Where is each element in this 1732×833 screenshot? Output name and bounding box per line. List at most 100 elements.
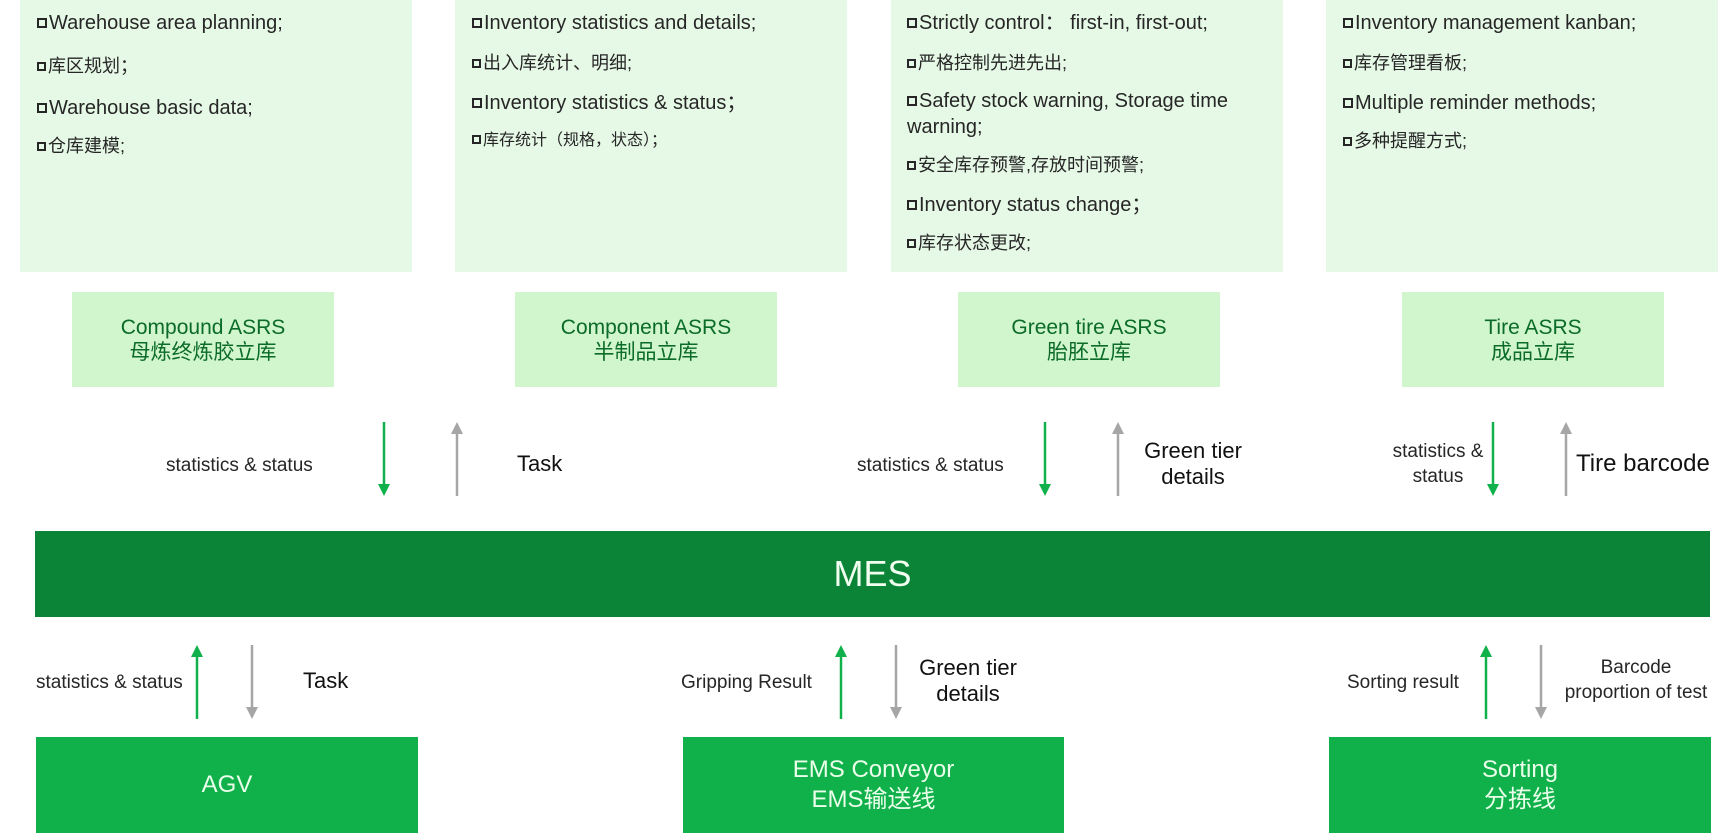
feature-item: Inventory statistics and details; [472,10,847,36]
feature-item: Strictly control： first-in, first-out; [907,10,1269,36]
feature-text: Multiple reminder methods; [1355,92,1597,114]
feature-box-inventory-kanban: Inventory management kanban; 库存管理看板; Mul… [1326,0,1718,272]
feature-text: Inventory management kanban; [1355,12,1637,34]
label-line: proportion of test [1564,682,1708,703]
sorting-result-label: Sorting result [1347,672,1459,693]
device-name-cn: 分拣线 [1484,786,1556,813]
device-name-en: AGV [201,771,253,798]
asrs-name-en: Tire ASRS [1484,315,1582,339]
feature-text: 仓库建模; [48,136,126,156]
checkbox-bullet-icon [37,62,46,71]
sorting-line-box: Sorting 分拣线 [1329,737,1711,833]
gripping-result-label: Gripping Result [681,672,812,693]
tire-barcode-label: Tire barcode [1576,450,1710,477]
checkbox-bullet-icon [907,59,916,68]
checkbox-bullet-icon [37,142,46,151]
label-line: Green tier [919,655,1017,680]
label-line: Barcode [1600,657,1672,678]
mes-label: MES [833,553,912,594]
feature-text: 库存管理看板; [1354,53,1468,73]
label-line: statistics & [1392,441,1484,462]
arrow-down-green-icon [377,422,391,496]
feature-item: Safety stock warning, Storage time warni… [907,88,1269,140]
feature-text: Warehouse basic data; [49,97,253,119]
feature-list: Inventory management kanban; 库存管理看板; Mul… [1343,10,1718,154]
checkbox-bullet-icon [907,18,917,28]
asrs-name-en: Component ASRS [560,315,732,339]
agv-status-label: statistics & status [36,672,183,693]
checkbox-bullet-icon [1343,98,1353,108]
checkbox-bullet-icon [472,135,481,144]
label-line: details [936,681,1000,706]
feature-item: 多种提醒方式; [1343,128,1718,154]
checkbox-bullet-icon [907,161,916,170]
label-line: status [1412,466,1464,487]
feature-text: Inventory statistics & status； [484,92,747,114]
tire-status-label: statistics & status [1388,439,1488,489]
compound-status-label: statistics & status [166,455,313,476]
checkbox-bullet-icon [907,200,917,210]
feature-item: Multiple reminder methods; [1343,90,1718,116]
green-tier-details-label: Green tier details [1143,438,1243,490]
green-tire-asrs-box: Green tire ASRS 胎胚立库 [958,292,1220,387]
checkbox-bullet-icon [472,98,482,108]
label-line: Green tier [1144,438,1242,463]
arrow-down-gray-icon [1534,645,1548,719]
arrow-up-green-icon [1479,645,1493,719]
asrs-name-cn: 半制品立库 [593,340,699,364]
feature-box-fifo-control: Strictly control： first-in, first-out; 严… [891,0,1283,272]
mes-system-bar: MES [35,531,1710,617]
feature-item: Warehouse basic data; [37,95,412,121]
asrs-name-cn: 胎胚立库 [1047,340,1131,364]
feature-box-warehouse-planning: Warehouse area planning; 库区规划； Warehouse… [20,0,412,272]
feature-list: Inventory statistics and details; 出入库统计、… [472,10,847,154]
feature-text: 严格控制先进先出; [918,53,1068,73]
feature-item: 安全库存预警,存放时间预警; [907,152,1269,178]
feature-text: 多种提醒方式; [1354,131,1468,151]
feature-item: Warehouse area planning; [37,10,412,36]
asrs-name-cn: 成品立库 [1491,340,1575,364]
feature-item: Inventory status change； [907,192,1269,218]
feature-item: 库存管理看板; [1343,50,1718,76]
device-name-en: EMS Conveyor [792,756,955,783]
checkbox-bullet-icon [1343,18,1353,28]
ems-green-tier-details-label: Green tier details [912,655,1024,707]
tire-asrs-box: Tire ASRS 成品立库 [1402,292,1664,387]
ems-conveyor-box: EMS Conveyor EMS输送线 [683,737,1064,833]
feature-item: 库存统计（规格，状态）； [472,128,847,154]
checkbox-bullet-icon [907,239,916,248]
arrow-down-gray-icon [889,645,903,719]
feature-item: 出入库统计、明细; [472,50,847,76]
arrow-down-green-icon [1486,422,1500,496]
feature-text: 出入库统计、明细; [483,53,633,73]
arrow-up-gray-icon [1111,422,1125,496]
arrow-up-green-icon [190,645,204,719]
checkbox-bullet-icon [472,18,482,28]
compound-task-label: Task [517,451,563,476]
checkbox-bullet-icon [37,18,47,28]
checkbox-bullet-icon [472,59,481,68]
feature-text: Safety stock warning, Storage time warni… [907,90,1229,138]
agv-box: AGV [36,737,418,833]
feature-box-inventory-statistics: Inventory statistics and details; 出入库统计、… [455,0,847,272]
feature-item: 仓库建模; [37,133,412,159]
green-tire-status-label: statistics & status [857,455,1004,476]
feature-text: Inventory statistics and details; [484,12,757,34]
feature-text: 库存统计（规格，状态）； [483,132,668,149]
feature-list: Warehouse area planning; 库区规划； Warehouse… [37,10,412,159]
checkbox-bullet-icon [1343,59,1352,68]
feature-item: Inventory management kanban; [1343,10,1718,36]
arrow-down-green-icon [1038,422,1052,496]
asrs-name-en: Green tire ASRS [1011,315,1167,339]
checkbox-bullet-icon [907,96,917,106]
feature-text: Inventory status change； [919,194,1152,216]
feature-text: 库存状态更改; [918,233,1032,253]
label-line: details [1161,464,1225,489]
feature-text: 安全库存预警,存放时间预警; [918,155,1145,175]
compound-asrs-box: Compound ASRS 母炼终炼胶立库 [72,292,334,387]
asrs-name-en: Compound ASRS [120,315,286,339]
device-name-cn: EMS输送线 [811,786,936,813]
asrs-name-cn: 母炼终炼胶立库 [129,340,277,364]
feature-list: Strictly control： first-in, first-out; 严… [907,10,1269,256]
feature-text: Strictly control： first-in, first-out; [919,12,1208,34]
